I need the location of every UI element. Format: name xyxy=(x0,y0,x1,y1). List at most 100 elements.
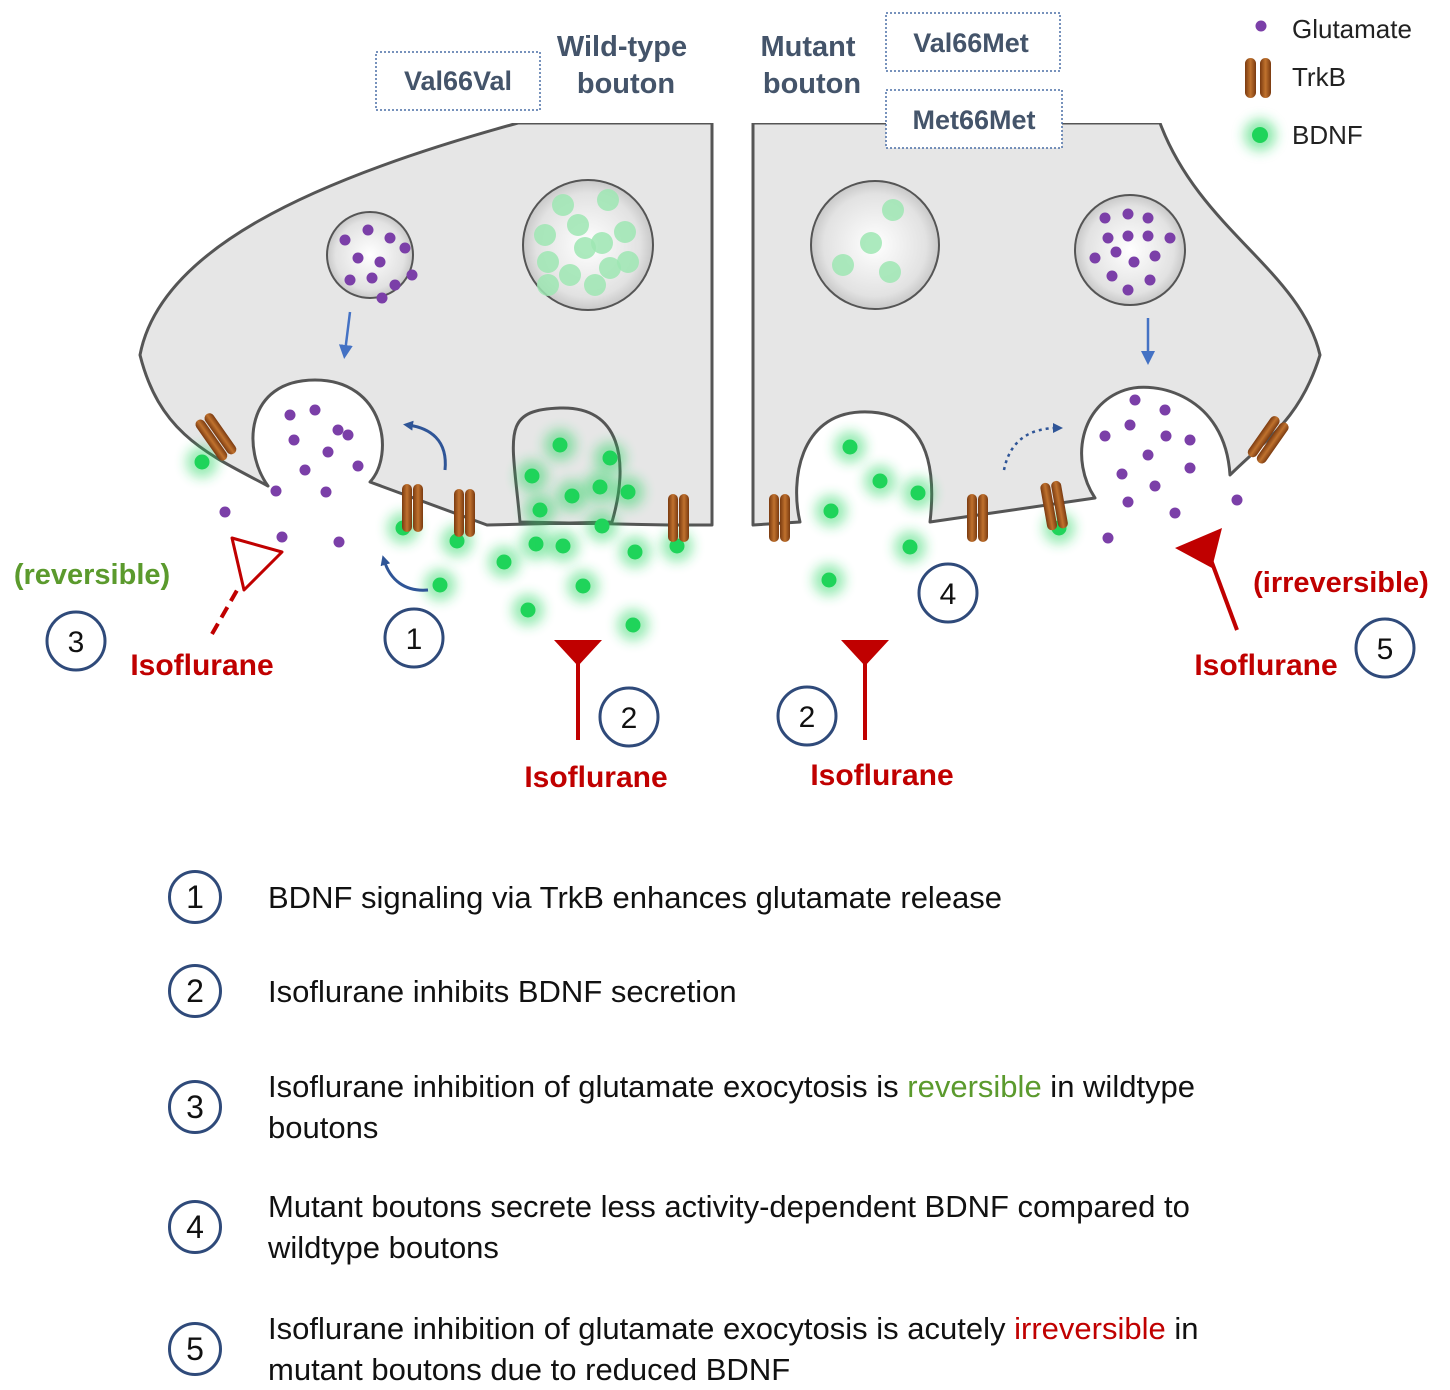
glutamate-dot xyxy=(1169,507,1181,519)
marker-3: 3 xyxy=(45,610,107,672)
glutamate-dot xyxy=(299,464,311,476)
vesicle-bdnf-dot xyxy=(574,237,596,259)
legend-number-2: 2 xyxy=(168,964,222,1018)
isoflurane-label-3: Isoflurane xyxy=(130,649,273,682)
key-trkb-icon xyxy=(1245,58,1271,98)
dotted-arrow-mutant xyxy=(1002,423,1063,471)
isoflurane-label-wt-2: Isoflurane xyxy=(524,761,667,794)
vesicle-bdnf-dot xyxy=(552,194,574,216)
glutamate-dot xyxy=(288,434,300,446)
glutamate-dot xyxy=(1142,449,1154,461)
glutamate-dot xyxy=(276,531,288,543)
glutamate-dot xyxy=(344,274,356,286)
legend-text-1: BDNF signaling via TrkB enhances glutama… xyxy=(268,879,1003,915)
legend-number-3: 3 xyxy=(168,1080,222,1134)
glutamate-dot xyxy=(384,232,396,244)
bdnf-dot xyxy=(902,539,918,555)
curved-arrow-up xyxy=(403,420,447,471)
legend-item-1: 1 BDNF signaling via TrkB enhances gluta… xyxy=(168,870,1348,924)
marker-1: 1 xyxy=(383,607,445,669)
bdnf-dot xyxy=(575,578,591,594)
key-bdnf-dot xyxy=(1252,127,1268,143)
glutamate-dot xyxy=(376,292,388,304)
glutamate-dot xyxy=(322,446,334,458)
trkb-receptor xyxy=(402,484,423,532)
inhibitor-head-mut-2 xyxy=(841,640,889,666)
marker-4: 4 xyxy=(917,562,979,624)
glutamate-dot xyxy=(219,506,231,518)
glutamate-dot xyxy=(1149,480,1161,492)
glutamate-particles xyxy=(219,208,1243,548)
bdnf-dot xyxy=(496,554,512,570)
bdnf-dot xyxy=(625,617,641,633)
vesicle-bdnf-dot xyxy=(534,224,556,246)
glutamate-dot xyxy=(352,252,364,264)
glutamate-dot xyxy=(1129,394,1141,406)
glutamate-dot xyxy=(366,272,378,284)
glutamate-dot xyxy=(374,256,386,268)
bdnf-dot xyxy=(602,450,618,466)
trkb-receptor xyxy=(454,489,475,537)
bdnf-dot xyxy=(524,468,540,484)
glutamate-dot xyxy=(1231,494,1243,506)
bdnf-dot xyxy=(620,484,636,500)
met66met-box xyxy=(885,89,1063,149)
glutamate-dot xyxy=(270,485,282,497)
glutamate-dot xyxy=(1142,212,1154,224)
bdnf-dot xyxy=(528,536,544,552)
bdnf-dot xyxy=(532,502,548,518)
bdnf-dot xyxy=(842,439,858,455)
val66met-label: Val66Met xyxy=(913,28,1029,58)
glutamate-dot xyxy=(406,269,418,281)
svg-text:1: 1 xyxy=(406,623,423,656)
vesicle-bdnf-dot xyxy=(537,274,559,296)
glutamate-dot xyxy=(320,486,332,498)
marker-5: 5 xyxy=(1354,617,1416,679)
curved-arrow-lower xyxy=(380,555,429,592)
vesicle-bdnf-dot xyxy=(882,199,904,221)
vesicle-bdnf-dot xyxy=(559,264,581,286)
svg-text:2: 2 xyxy=(621,702,638,735)
key-glutamate-dot xyxy=(1255,20,1267,32)
glutamate-dot xyxy=(1159,404,1171,416)
glutamate-dot xyxy=(389,279,401,291)
legend-text-2: Isoflurane inhibits BDNF secretion xyxy=(268,973,737,1009)
met66met-label: Met66Met xyxy=(912,105,1035,135)
bdnf-dot xyxy=(555,538,571,554)
glutamate-dot xyxy=(399,242,411,254)
glutamate-dot xyxy=(1099,212,1111,224)
vesicle-bdnf-dot xyxy=(617,251,639,273)
bdnf-dot xyxy=(823,503,839,519)
val66met-box xyxy=(885,12,1061,72)
key-bdnf-label: BDNF xyxy=(1292,120,1363,150)
legend-item-4: 4 Mutant boutons secrete less activity-d… xyxy=(168,1186,1348,1268)
inhibitor-head-wt-2 xyxy=(554,640,602,666)
legend-text-3: Isoflurane inhibition of glutamate exocy… xyxy=(268,1069,1196,1145)
glutamate-dot xyxy=(309,404,321,416)
irreversible-highlight: irreversible xyxy=(1014,1311,1166,1346)
svg-text:5: 5 xyxy=(1377,633,1394,666)
isoflurane-label-5: Isoflurane xyxy=(1194,649,1337,682)
reversible-highlight: reversible xyxy=(907,1069,1042,1104)
isoflurane-label-mut-2: Isoflurane xyxy=(810,759,953,792)
legend-number-1: 1 xyxy=(168,870,222,924)
glutamate-dot xyxy=(284,409,296,421)
glutamate-dot xyxy=(342,429,354,441)
svg-text:3: 3 xyxy=(68,626,85,659)
legend-item-2: 2 Isoflurane inhibits BDNF secretion xyxy=(168,964,1348,1018)
vesicle-arrow-left xyxy=(338,311,353,359)
bdnf-dot xyxy=(552,437,568,453)
glutamate-dot xyxy=(1128,256,1140,268)
glutamate-dot xyxy=(1089,252,1101,264)
trkb-receptor xyxy=(668,494,689,542)
glutamate-dot xyxy=(362,224,374,236)
glutamate-dot xyxy=(333,536,345,548)
glutamate-dot xyxy=(1149,250,1161,262)
glutamate-dot xyxy=(1122,208,1134,220)
vesicle-bdnf-dot xyxy=(597,189,619,211)
val66val-label: Val66Val xyxy=(404,66,512,96)
bdnf-dot xyxy=(592,479,608,495)
bdnf-dot xyxy=(564,488,580,504)
legend-number-4: 4 xyxy=(168,1200,222,1254)
wildtype-title-line1: Wild-type xyxy=(557,31,687,63)
